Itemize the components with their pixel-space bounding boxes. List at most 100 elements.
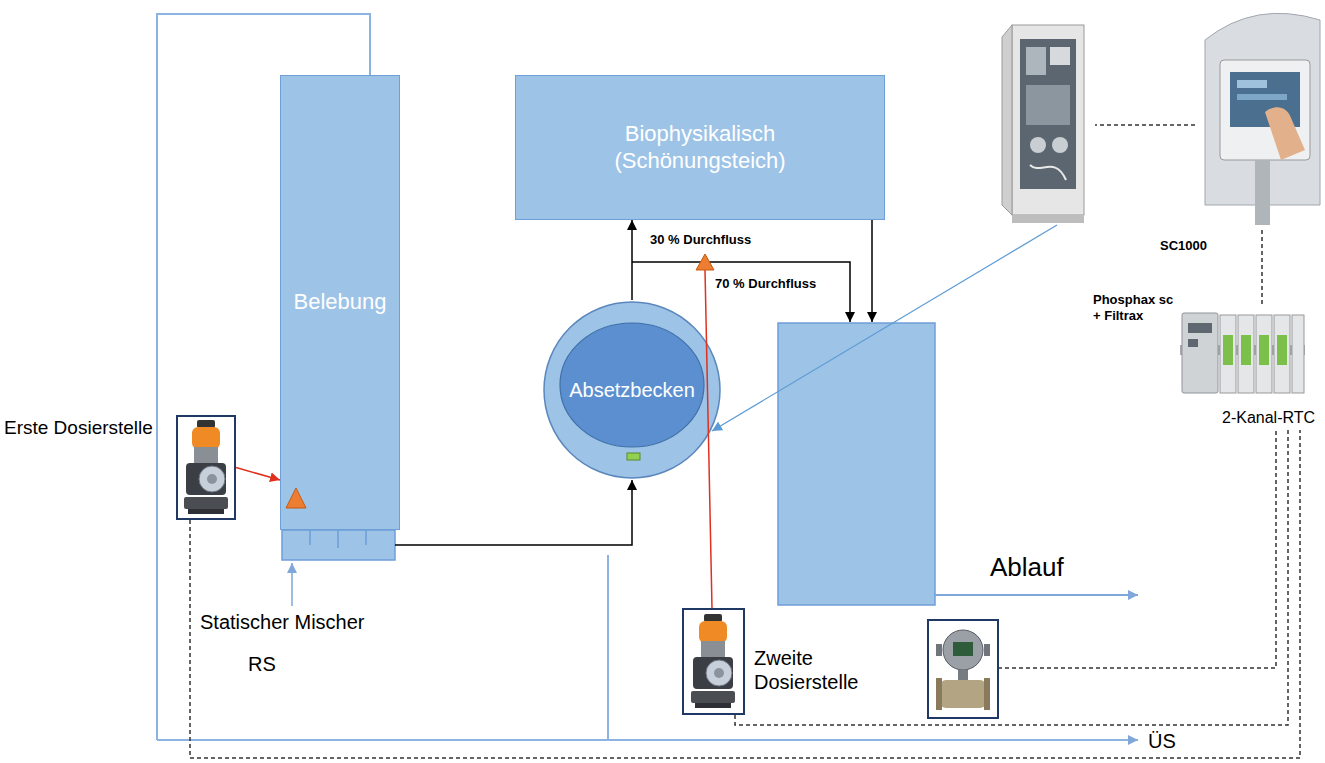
dosing-pump [693,657,733,689]
signal-line [735,430,1288,725]
analyser-photo [1002,25,1084,223]
rtc-photo [1188,323,1212,333]
pump-label: Erste Dosierstelle [4,417,174,440]
rtc-photo [1220,315,1236,393]
sampling-point [627,453,640,460]
tank-label: Absetzbecken [569,378,695,402]
analyser-photo [1002,25,1012,215]
label-anchor: 2-Kanal-RTC [1222,408,1320,427]
dosing-pump [701,641,725,657]
flow-meter [936,678,942,710]
analyser-photo [1030,137,1046,153]
static-mixer [282,530,395,560]
flow-meter [928,620,998,718]
tank-label: Belebung [294,289,387,315]
label-anchor: RS [248,652,276,676]
rtc-photo [1180,313,1305,393]
device-label: SC1000 [1160,238,1220,254]
flow-share: 30 % Durchfluss [650,232,751,248]
flow-share: 70 % Durchfluss [715,276,816,292]
flow-meter [953,642,973,656]
controller-photo [1220,60,1310,160]
label-anchor: Statischer Mischer [200,610,365,634]
settling-tank: Absetzbecken [542,300,722,480]
flow-meter [940,680,986,708]
rtc-photo [1277,335,1287,365]
analyser-photo [1012,25,1084,215]
flow-arrow [395,480,632,545]
pond-label: Biophysikalisch (Schönungsteich) [590,121,810,174]
label-anchor: SC1000 [1160,238,1220,254]
line-name: ÜS [1148,731,1176,751]
analyser-photo [1026,85,1070,125]
controller-photo [1265,107,1305,160]
process-pond: Biophysikalisch (Schönungsteich) [515,75,885,220]
dosing-pump [691,691,735,703]
rtc-photo [1241,335,1251,365]
dosing-pump [207,474,217,484]
flow-arrow [871,220,873,322]
dosing-pump [706,660,732,686]
line-name: RS [248,652,276,676]
signal-line [1095,124,1195,126]
sludge-draw-line [607,555,609,740]
rtc-photo [1256,315,1272,393]
label-anchor: 30 % Durchfluss [650,232,751,248]
dosing-pump [197,420,215,428]
rtc-photo [1259,335,1269,365]
analyser-photo [1020,39,1076,189]
pump-label: Zweite Dosierstelle [754,646,874,694]
flow-meter [984,644,990,656]
dosing-pump [699,621,727,643]
sample-line [712,225,1057,431]
static-mixer [310,530,366,548]
dosing-pump [186,463,226,495]
controller-photo [1255,160,1270,225]
dosing-pump [683,609,744,714]
static-mixer [282,530,395,560]
dosing-pump [192,427,220,449]
leader-arrow [291,563,293,606]
effluent-arrow [935,594,1138,596]
label-anchor: Phosphax sc + Filtrax [1093,292,1179,323]
device-label: 2-Kanal-RTC [1222,408,1320,427]
label-anchor: 70 % Durchfluss [715,276,816,292]
dosing-pump [199,466,225,492]
part-name: Statischer Mischer [200,610,365,634]
analyser-photo [1026,47,1046,75]
rtc-photo [1238,315,1254,393]
analyser-photo [1030,165,1066,180]
label-anchor: Ablauf [990,552,1064,583]
dosing-pump [176,415,236,520]
rtc-photo [1274,315,1290,393]
dosing-pump [176,415,236,520]
dosing-point [286,488,306,508]
label-anchor: Erste Dosierstelle [4,417,174,440]
flow-meter [943,630,983,670]
controller-photo [1237,94,1287,100]
analyser-photo [1052,137,1068,153]
dosing-pump [714,668,724,678]
process-tank: Belebung [280,75,400,530]
label-anchor: ÜS [1148,731,1176,751]
signal-line [998,430,1276,668]
dosing-pump [194,447,218,463]
dosing-pump [683,609,744,714]
controller: SC1000 [1195,0,1322,230]
dosing-point [696,254,714,270]
dosing-pump-frame: Erste Dosierstelle [176,415,236,520]
rtc-photo [1182,313,1218,393]
dosing-pump [704,614,722,622]
dosing-pump-frame: Zweite Dosierstelle [682,608,745,715]
excess-sludge-line [157,739,1138,741]
dosing-line [705,270,712,608]
stream-name: Ablauf [990,552,1064,583]
rtc-module: 2-Kanal-RTC [1180,305,1320,430]
label-anchor: Zweite Dosierstelle [754,646,874,694]
flow-meter [984,678,990,710]
effluent-basin [778,323,935,605]
controller-photo [1205,13,1320,225]
rtc-photo [1188,339,1198,347]
